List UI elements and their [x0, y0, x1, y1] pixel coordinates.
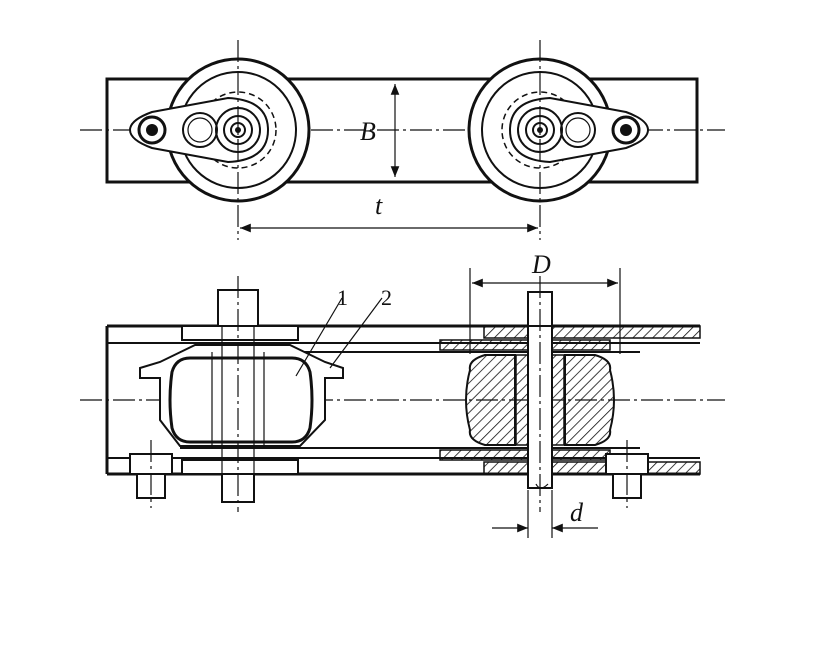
callout-2-leader [329, 297, 383, 369]
right-roller-section [439, 276, 701, 512]
left-roller-top [128, 40, 311, 240]
top-view: B t [80, 40, 725, 240]
label-part-1: 1 [337, 285, 348, 310]
label-d: d [570, 498, 584, 527]
section-view: D d 1 2 [80, 250, 725, 538]
callout-1-leader [295, 297, 343, 377]
right-roller-top [467, 40, 650, 240]
label-t: t [375, 191, 383, 220]
left-roller-section [129, 276, 344, 512]
label-D: D [531, 250, 551, 279]
label-part-2: 2 [381, 285, 392, 310]
label-B: B [360, 117, 376, 146]
